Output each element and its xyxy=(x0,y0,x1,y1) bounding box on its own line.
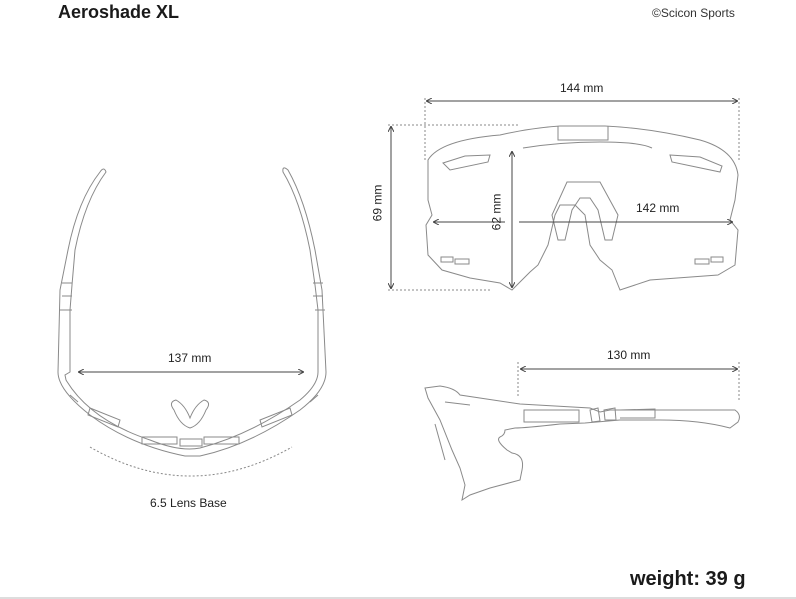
product-title: Aeroshade XL xyxy=(58,2,180,22)
label-lens-base: 6.5 Lens Base xyxy=(150,496,227,510)
label-69mm: 69 mm xyxy=(370,184,385,222)
label-142mm: 142 mm xyxy=(636,201,680,215)
lens-base-arc xyxy=(89,446,293,477)
divider xyxy=(0,597,796,599)
side-view-drawing xyxy=(424,362,740,502)
weight-label: weight: 39 g xyxy=(630,568,746,590)
label-137mm: 137 mm xyxy=(168,351,212,365)
label-144mm: 144 mm xyxy=(560,81,604,95)
front-view-drawing xyxy=(388,98,740,291)
copyright-text: ©Scicon Sports xyxy=(652,6,735,20)
label-62mm: 62 mm xyxy=(489,193,504,231)
top-view-drawing xyxy=(57,167,327,477)
label-130mm: 130 mm xyxy=(607,348,651,362)
